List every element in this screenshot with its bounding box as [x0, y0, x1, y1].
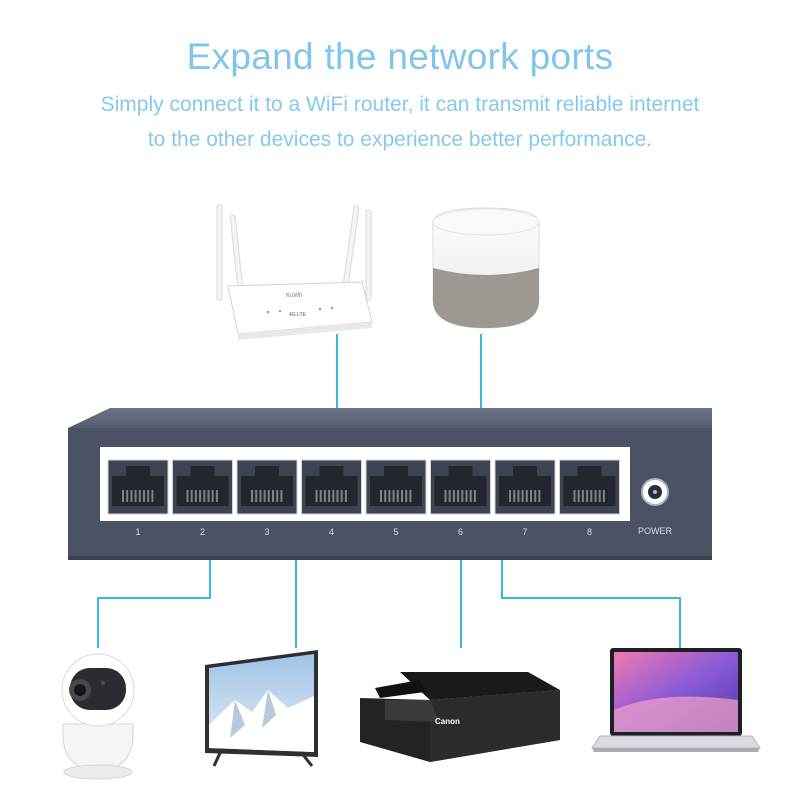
cables: [97, 334, 681, 648]
page-title: Expand the network ports: [186, 36, 614, 77]
router-icon: KuWfi 4G LTE: [216, 204, 373, 340]
port-number-label: 2: [199, 527, 205, 537]
security-camera-icon: [61, 653, 135, 780]
rj45-port-2: [172, 459, 233, 515]
rj45-port-4: [301, 459, 362, 515]
rj45-port-3: [236, 459, 298, 515]
port-number-label: 6: [457, 527, 463, 537]
rj45-port-7: [494, 459, 556, 515]
cable-laptop: [501, 553, 681, 648]
port-number-label: 3: [264, 527, 270, 537]
port-number-label: 4: [328, 527, 334, 537]
printer-brand: Canon: [435, 717, 460, 726]
port-number-label: 5: [393, 527, 399, 537]
rj45-port-8: [559, 459, 620, 515]
subtitle-line-1: Simply connect it to a WiFi router, it c…: [100, 93, 700, 116]
port-number-label: 8: [586, 527, 592, 537]
ethernet-switch: [68, 408, 712, 560]
port-number-label: 7: [522, 527, 528, 537]
router-brand: KuWfi: [286, 293, 302, 299]
printer-icon: Canon: [360, 672, 560, 762]
port-number-label: 1: [135, 527, 141, 537]
smart-speaker-icon: [432, 207, 540, 329]
port-row: [107, 459, 620, 515]
cable-camera: [97, 553, 211, 648]
router-badge: 4G LTE: [289, 312, 307, 318]
rj45-port-6: [430, 459, 491, 515]
rj45-port-5: [365, 459, 427, 515]
power-label: POWER: [638, 526, 673, 536]
rj45-port-1: [107, 459, 169, 515]
tv-icon: [205, 650, 318, 767]
subtitle-line-2: to the other devices to experience bette…: [147, 128, 653, 151]
laptop-icon: [591, 648, 761, 752]
